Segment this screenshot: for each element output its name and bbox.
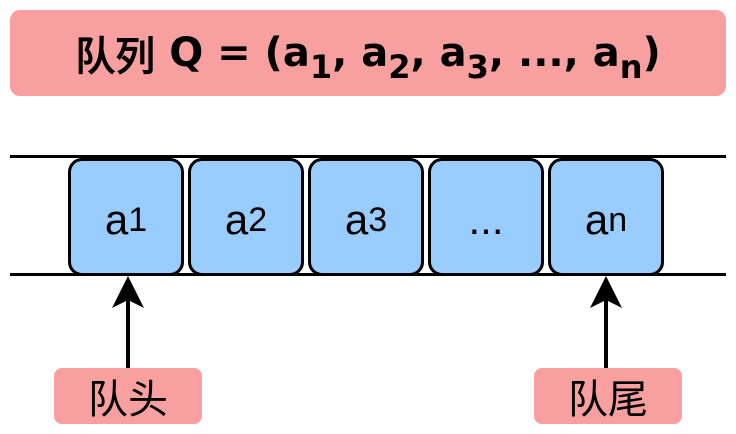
title-prefix: Q = ( (169, 30, 283, 76)
title-suffix: ) (642, 30, 661, 76)
queue-head-label: 队头 (54, 368, 202, 424)
title-item-1: a1 (282, 30, 333, 86)
queue-cell-ellipsis: ... (428, 158, 544, 276)
title-sep-3: , (488, 30, 519, 76)
title-sep-1: , (332, 30, 362, 76)
title-item-2: a2 (361, 30, 411, 86)
head-arrow-icon (112, 276, 144, 368)
queue-title: 队列 Q = ( a1, a2, a3, ..., an ) (10, 10, 726, 96)
title-sep-2: , (410, 30, 440, 76)
tail-arrow-icon (590, 276, 622, 368)
title-item-n: an (592, 30, 643, 86)
title-item-3: a3 (439, 30, 489, 86)
title-ellipsis: ... (518, 30, 564, 76)
queue-tail-label: 队尾 (534, 368, 682, 424)
queue-top-rail (10, 155, 726, 158)
title-sep-4: , (563, 30, 593, 76)
title-queue-word: 队列 (75, 34, 156, 80)
